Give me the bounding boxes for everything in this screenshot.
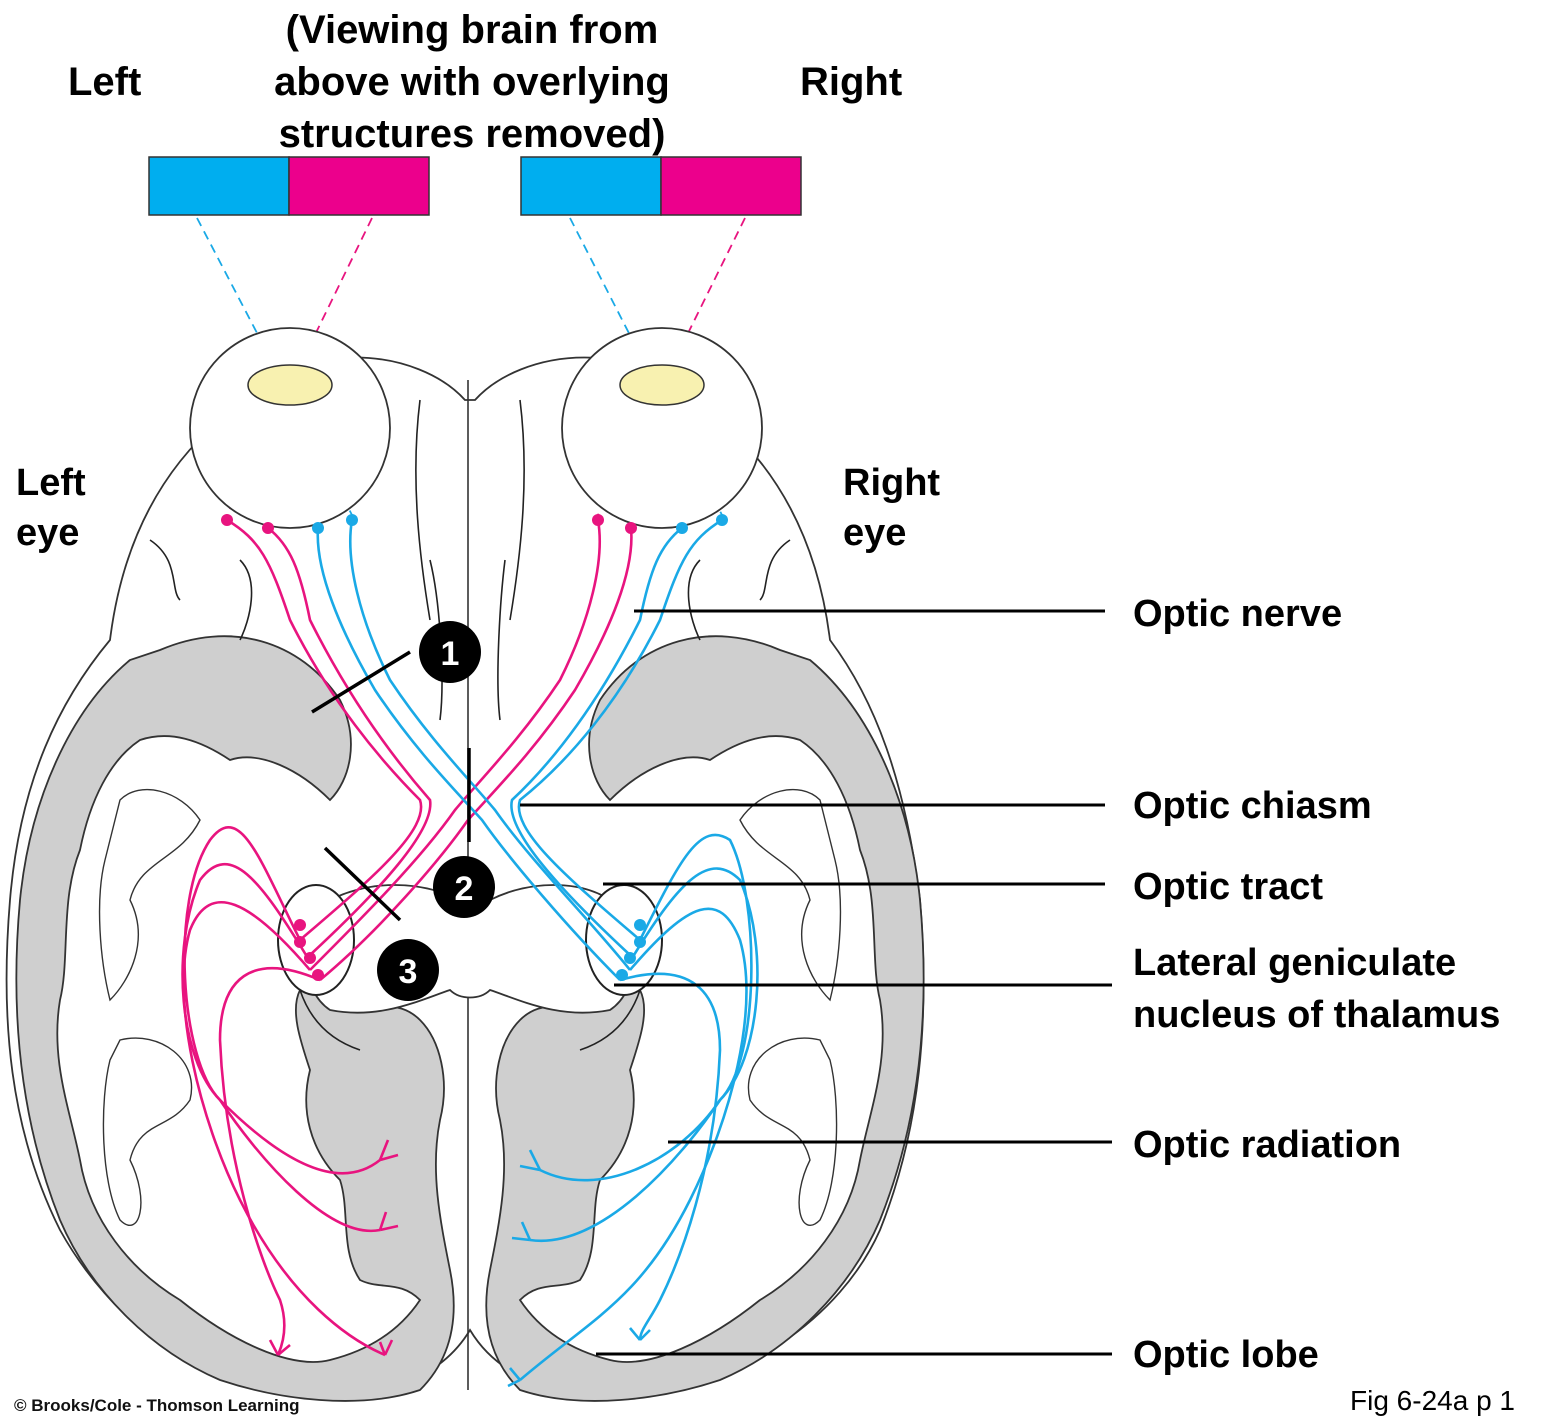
label-optic-lobe: Optic lobe <box>1133 1334 1319 1376</box>
right-eyeball <box>562 328 762 528</box>
svg-text:3: 3 <box>399 953 418 991</box>
label-optic-radiation: Optic radiation <box>1133 1124 1401 1166</box>
view-note-line-2: above with overlying <box>274 60 670 104</box>
label-optic-tract: Optic tract <box>1133 866 1323 908</box>
left-eye-label-line-2: eye <box>16 512 79 554</box>
view-note-line-3: structures removed) <box>279 112 666 156</box>
header-right-label: Right <box>800 60 902 104</box>
view-note-line-1: (Viewing brain from <box>286 8 659 52</box>
svg-text:1: 1 <box>441 635 460 673</box>
lesion-marker-3: 3 <box>377 939 439 1001</box>
copyright-note: © Brooks/Cole - Thomson Learning <box>14 1396 300 1415</box>
left-eyeball <box>190 328 390 528</box>
header-left-label: Left <box>68 60 141 104</box>
right-eye-label-line-2: eye <box>843 512 906 554</box>
label-lgn-line-2: nucleus of thalamus <box>1133 994 1500 1036</box>
figure-reference: Fig 6-24a p 1 <box>1350 1385 1515 1416</box>
label-optic-nerve: Optic nerve <box>1133 593 1342 635</box>
right-visual-field-bar <box>521 157 801 215</box>
left-eye-label-line-1: Left <box>16 462 86 504</box>
label-lgn-line-1: Lateral geniculate <box>1133 942 1456 984</box>
svg-text:2: 2 <box>455 870 474 908</box>
right-eye-label-line-1: Right <box>843 462 940 504</box>
lesion-marker-1: 1 <box>419 621 481 683</box>
lesion-marker-2: 2 <box>433 856 495 918</box>
left-visual-field-bar <box>149 157 429 215</box>
label-optic-chiasm: Optic chiasm <box>1133 785 1372 827</box>
